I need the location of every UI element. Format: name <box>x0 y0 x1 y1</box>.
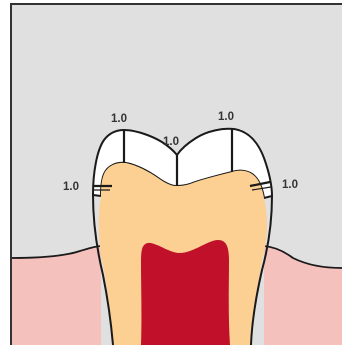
label-buccal-margin: 1.0 <box>63 181 79 193</box>
label-buccal-cusp: 1.0 <box>111 113 127 125</box>
pulp <box>141 240 230 345</box>
label-lingual-margin: 1.0 <box>282 179 298 191</box>
label-central-fossa: 1.0 <box>163 136 179 148</box>
label-lingual-cusp: 1.0 <box>218 111 234 123</box>
